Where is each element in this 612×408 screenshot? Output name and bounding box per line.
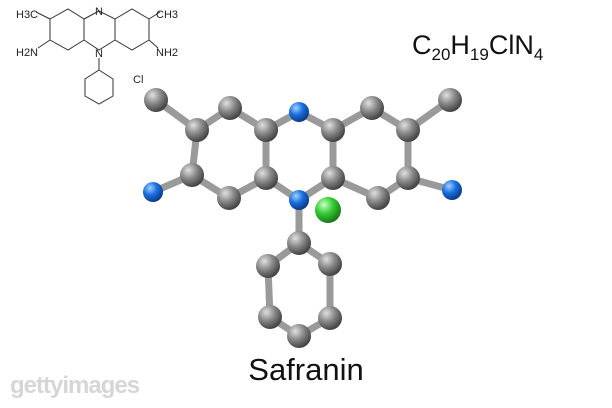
formula-c: C [412, 30, 432, 60]
nitrogen-atom [143, 182, 163, 202]
label-ch3: CH3 [156, 9, 178, 21]
formula-h: H [450, 30, 470, 60]
carbon-atom [258, 305, 282, 329]
nitrogen-atom [442, 180, 462, 200]
label-n-bottom: N [95, 48, 103, 60]
nitrogen-atom [289, 102, 309, 122]
carbon-atom [396, 166, 420, 190]
formula-n-count: 4 [533, 45, 544, 64]
carbon-atom [256, 254, 280, 278]
carbon-atom [217, 186, 241, 210]
carbon-atom [360, 96, 384, 120]
label-nh2: NH2 [156, 47, 178, 59]
carbon-atom [180, 163, 204, 187]
carbon-atom [254, 118, 278, 142]
label-n-top: N [95, 6, 103, 18]
molecular-formula: C20H19ClN4 [412, 30, 543, 65]
carbon-atom [318, 252, 342, 276]
carbon-atom [287, 231, 311, 255]
formula-c-count: 20 [431, 45, 451, 64]
structural-bonds [35, 8, 161, 105]
label-cl: Cl [133, 74, 143, 86]
watermark: gettyimages [10, 372, 140, 399]
carbon-atom [396, 118, 420, 142]
chlorine-atom [315, 197, 341, 223]
carbon-atom [321, 166, 345, 190]
compound-name: Safranin [248, 352, 364, 387]
carbon-atom [318, 306, 342, 330]
carbon-atom [438, 88, 462, 112]
label-h2n: H2N [16, 47, 38, 59]
carbon-atom [254, 166, 278, 190]
carbon-atom [185, 118, 209, 142]
carbon-atom [144, 88, 168, 112]
carbon-atom [218, 96, 242, 120]
carbon-atom [321, 118, 345, 142]
structural-formula: H3C CH3 N N H2N NH2 Cl [16, 6, 178, 105]
label-h3c: H3C [16, 9, 38, 21]
formula-h-count: 19 [469, 45, 489, 64]
formula-cln: ClN [488, 30, 534, 60]
carbon-atom [366, 186, 390, 210]
nitrogen-atom [289, 190, 309, 210]
carbon-atom [287, 324, 311, 348]
